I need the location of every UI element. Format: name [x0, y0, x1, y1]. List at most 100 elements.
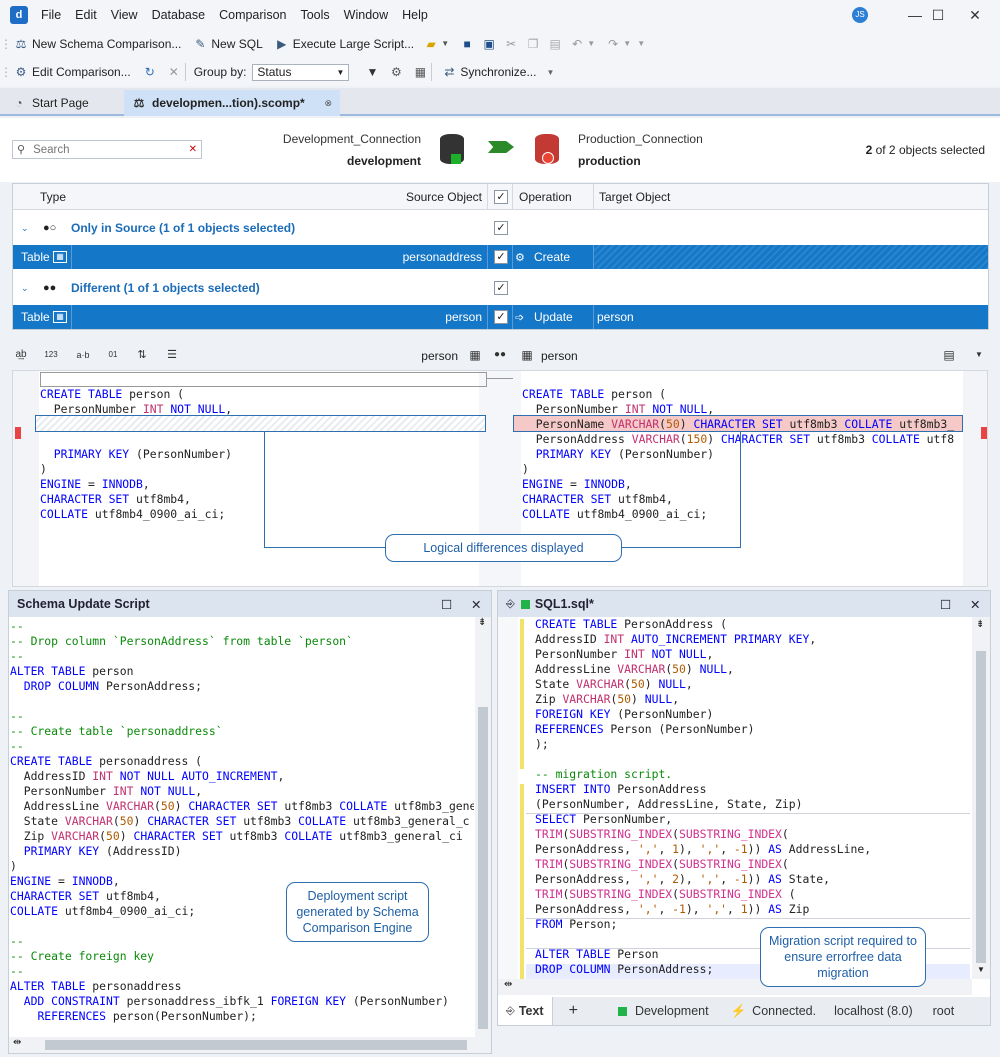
split-icon[interactable]: ⇹: [13, 1037, 22, 1048]
execute-large-label: Execute Large Script...: [292, 37, 415, 51]
tab-start-page[interactable]: ◔ Start Page: [4, 90, 120, 116]
operation-column-header[interactable]: Operation: [519, 189, 572, 204]
source-object: personaddress: [402, 250, 482, 264]
new-sql-button[interactable]: ✎New SQL: [187, 37, 268, 51]
maximize-panel-icon[interactable]: ☐: [441, 597, 453, 612]
minimize-button[interactable]: —: [908, 7, 922, 23]
target-column-header[interactable]: Target Object: [599, 189, 671, 204]
text-view-tab[interactable]: ⎆ Text: [498, 997, 553, 1025]
undo-icon[interactable]: ↶: [572, 37, 583, 51]
ignore-case-icon[interactable]: a͢b: [15, 349, 27, 360]
ignore-numbers-icon[interactable]: 123: [44, 350, 58, 359]
scroll-down-icon[interactable]: ▼: [977, 965, 985, 974]
tab-schema-comparison[interactable]: ⚖ developmen...tion).scomp* ⊗: [124, 90, 340, 116]
close-button[interactable]: ✕: [969, 6, 981, 23]
filter-icon[interactable]: ▼: [366, 65, 379, 79]
group-label: Only in Source (1 of 1 objects selected): [71, 221, 296, 235]
object-filter-icon[interactable]: ⚙: [391, 65, 402, 79]
scrollbar-thumb[interactable]: [478, 707, 488, 1029]
group-by-select[interactable]: Status ▼: [252, 63, 350, 81]
menu-comparison[interactable]: Comparison: [219, 8, 287, 22]
new-schema-comparison-button[interactable]: ⚖New Schema Comparison...: [8, 37, 187, 51]
redo-icon[interactable]: ↷: [608, 37, 619, 51]
scrollbar-thumb[interactable]: [45, 1040, 467, 1050]
group-header-only-in-source[interactable]: ⌄ ●○ Only in Source (1 of 1 objects sele…: [13, 215, 988, 241]
group-header-different[interactable]: ⌄ ●● Different (1 of 1 objects selected)…: [13, 275, 988, 301]
edit-comparison-button[interactable]: ⚙Edit Comparison...: [8, 65, 137, 79]
search-box[interactable]: ⚲ ✕: [12, 140, 202, 159]
horizontal-scrollbar[interactable]: ⇹: [9, 1037, 491, 1053]
group-checkbox[interactable]: ✓: [494, 281, 508, 295]
type-column-header[interactable]: Type: [40, 189, 67, 204]
user-avatar[interactable]: JS: [852, 7, 868, 23]
chevron-down-icon[interactable]: ▼: [975, 350, 983, 359]
maximize-panel-icon[interactable]: ☐: [940, 597, 952, 612]
db-user: root: [932, 1004, 955, 1018]
right-code[interactable]: CREATE TABLE person ( PersonNumber INT N…: [522, 387, 955, 521]
open-folder-icon[interactable]: ▰: [426, 37, 436, 51]
chevron-down-icon[interactable]: ⌄: [21, 282, 29, 293]
copy-icon[interactable]: ❐: [527, 37, 539, 51]
operation-value[interactable]: Create: [534, 250, 571, 264]
stop-icon[interactable]: ✕: [168, 65, 179, 79]
clear-search-icon[interactable]: ✕: [188, 144, 197, 155]
close-panel-icon[interactable]: ✕: [970, 597, 981, 612]
migration-script-callout: Migration script required to ensure erro…: [760, 927, 926, 987]
split-icon[interactable]: ⇟: [478, 617, 487, 628]
undo-dropdown-icon[interactable]: ▼: [587, 39, 596, 48]
group-checkbox[interactable]: ✓: [494, 221, 508, 235]
update-script-code[interactable]: -- -- Drop column `PersonAddress` from t…: [10, 619, 474, 1023]
grip-icon: ⋮: [0, 65, 12, 79]
redo-dropdown-icon[interactable]: ▼: [623, 39, 632, 48]
row-checkbox[interactable]: ✓: [494, 310, 508, 324]
missing-line-placeholder: [35, 415, 486, 432]
menu-tools[interactable]: Tools: [300, 8, 330, 22]
table-icon: ▦: [469, 348, 481, 362]
menu-window[interactable]: Window: [343, 8, 389, 22]
vertical-scrollbar[interactable]: ⇟: [475, 617, 491, 1037]
refresh-icon[interactable]: ↻: [144, 65, 155, 79]
change-bar: [520, 619, 524, 769]
chevron-down-icon[interactable]: ⌄: [21, 222, 29, 233]
menu-database[interactable]: Database: [151, 8, 206, 22]
split-icon[interactable]: ⇹: [504, 979, 513, 990]
chevron-down-icon[interactable]: ▼: [441, 39, 450, 48]
vertical-scrollbar[interactable]: ⇟ ▼: [972, 617, 990, 979]
edit-comparison-label: Edit Comparison...: [32, 65, 131, 79]
close-tab-icon[interactable]: ⊗: [324, 97, 332, 108]
close-panel-icon[interactable]: ✕: [471, 597, 482, 612]
separator: [431, 63, 433, 81]
layout-icon[interactable]: ▤: [943, 348, 955, 362]
object-type: Table: [21, 310, 50, 324]
execute-large-script-button[interactable]: ▶Execute Large Script...: [269, 37, 420, 51]
search-input[interactable]: [33, 143, 174, 156]
operation-value[interactable]: Update: [534, 310, 573, 324]
cut-icon[interactable]: ✂: [506, 37, 517, 51]
sql-editor-code[interactable]: CREATE TABLE PersonAddress ( AddressID I…: [535, 617, 872, 976]
table-row[interactable]: Table ▦ person ✓ ➩ Update person: [13, 305, 988, 329]
maximize-button[interactable]: ☐: [931, 6, 945, 23]
save-all-icon[interactable]: ▣: [483, 37, 495, 51]
source-column-header[interactable]: Source Object: [405, 189, 482, 204]
select-all-checkbox[interactable]: ✓: [494, 190, 508, 204]
add-view-icon[interactable]: +: [568, 1002, 578, 1019]
menu-help[interactable]: Help: [402, 8, 428, 22]
save-icon[interactable]: ■: [463, 37, 471, 51]
table-row[interactable]: Table ▦ personaddress ✓ ⚙ Create: [13, 245, 988, 269]
menu-edit[interactable]: Edit: [75, 8, 97, 22]
ignore-binary-icon[interactable]: 01: [108, 350, 118, 359]
report-icon[interactable]: ▦: [414, 65, 427, 79]
menu-file[interactable]: File: [41, 8, 62, 22]
ignore-whitespace-icon[interactable]: a·b: [76, 350, 90, 360]
scrollbar-thumb[interactable]: [976, 651, 986, 963]
toolbar-overflow-icon[interactable]: ▼: [637, 39, 646, 48]
split-icon[interactable]: ⇟: [976, 619, 985, 630]
logical-differences-callout: Logical differences displayed: [385, 534, 622, 562]
statement-separator: [526, 948, 970, 949]
paste-icon[interactable]: ▤: [549, 37, 561, 51]
menu-view[interactable]: View: [110, 8, 138, 22]
synchronize-button[interactable]: ⇄Synchronize...▼: [436, 65, 560, 79]
format-icon[interactable]: ☰: [167, 349, 177, 361]
sort-icon[interactable]: ⇅: [137, 349, 147, 361]
row-checkbox[interactable]: ✓: [494, 250, 508, 264]
